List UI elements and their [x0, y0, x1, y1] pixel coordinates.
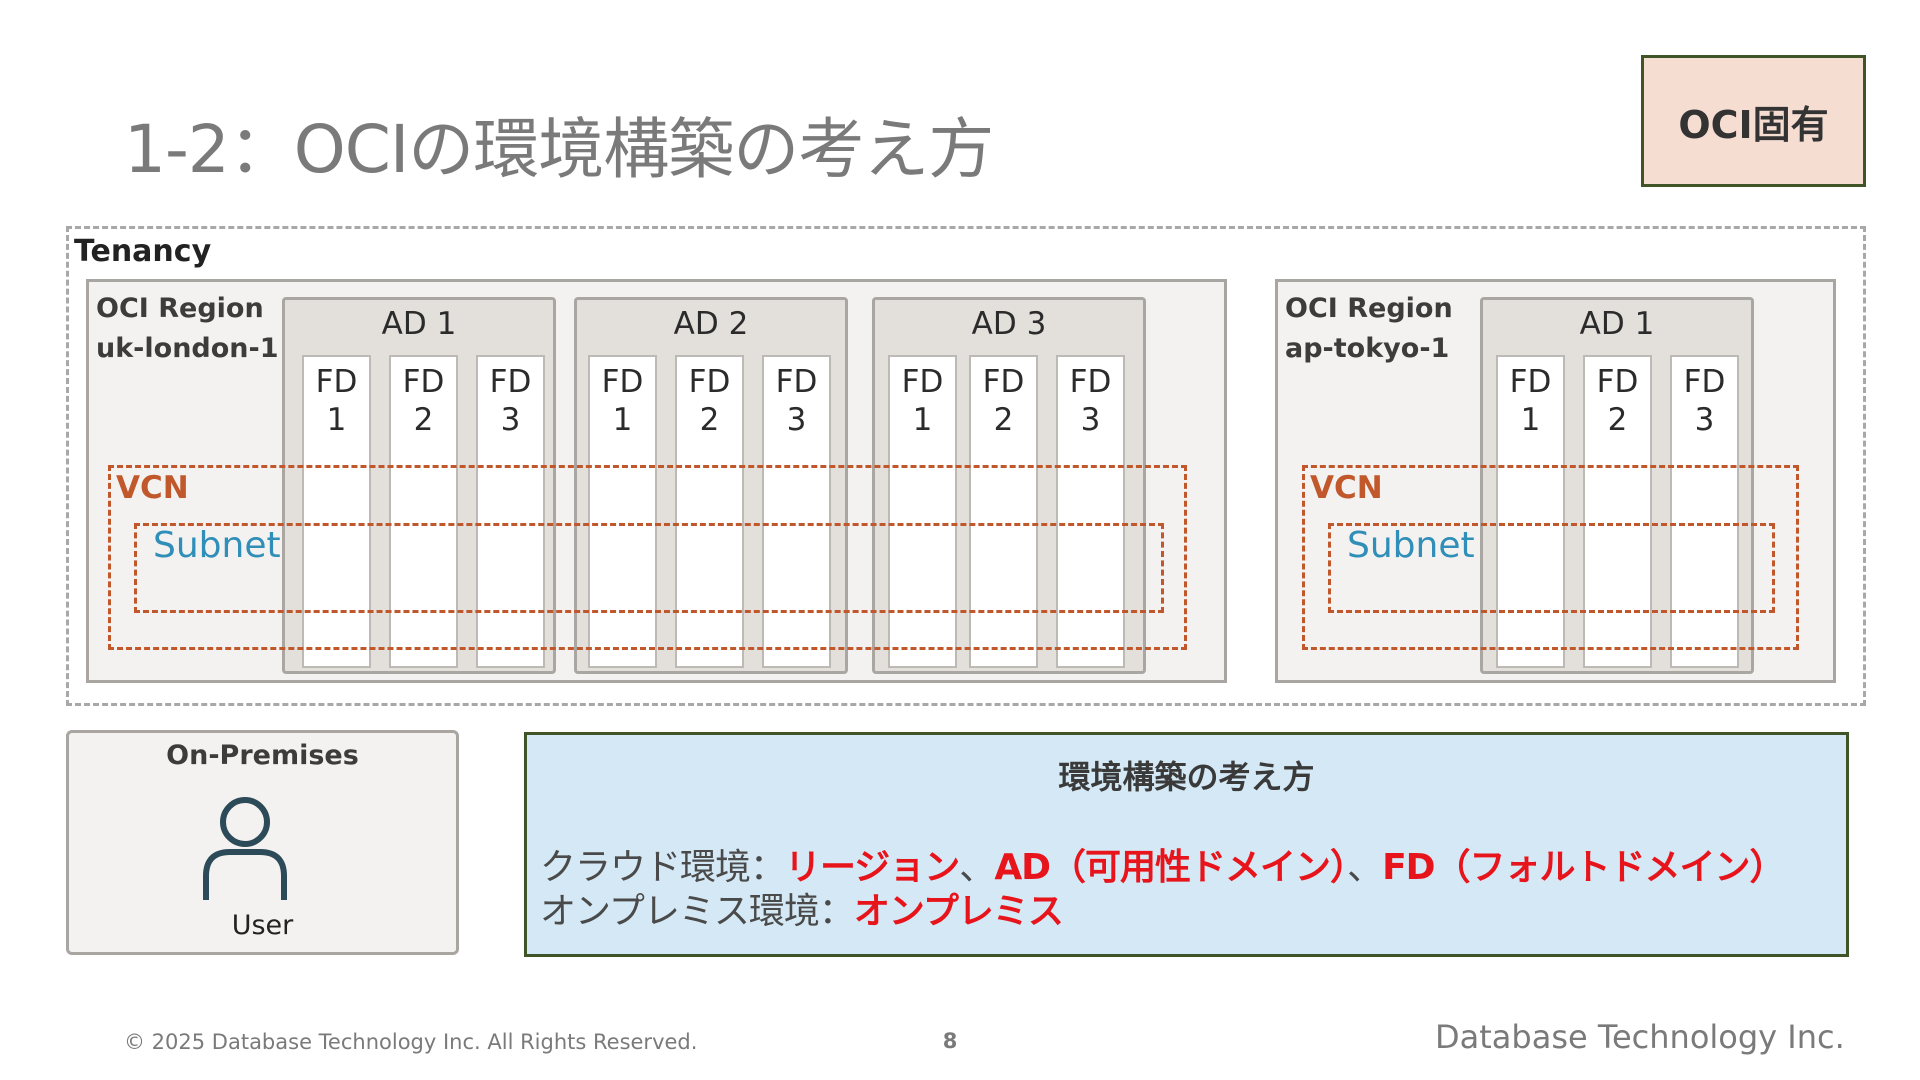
- cloud-env-label: クラウド環境：: [540, 847, 786, 888]
- region-label-line1: OCI Region: [96, 293, 264, 324]
- highlight-onprem: オンプレミス: [853, 891, 1064, 932]
- highlight-ad: AD（可用性ドメイン）: [994, 847, 1348, 888]
- concept-title: 環境構築の考え方: [1058, 758, 1315, 796]
- subnet-label: Subnet: [153, 525, 281, 566]
- region-label-line2: ap-tokyo-1: [1285, 333, 1450, 364]
- tenancy-label: Tenancy: [74, 234, 212, 269]
- onprem-env-label: オンプレミス環境：: [540, 891, 855, 932]
- onprem-title: On-Premises: [166, 740, 359, 771]
- user-icon: [203, 797, 287, 900]
- user-label: User: [231, 910, 294, 941]
- onprem-box: [66, 730, 459, 955]
- separator: 、: [1347, 847, 1383, 888]
- concept-line-cloud: クラウド環境：リージョン、AD（可用性ドメイン）、FD（フォルトドメイン）: [540, 838, 1786, 890]
- subnet-label: Subnet: [1347, 525, 1475, 566]
- separator: 、: [959, 847, 995, 888]
- vcn-label: VCN: [1310, 470, 1383, 506]
- footer-copyright: © 2025 Database Technology Inc. All Righ…: [124, 1030, 698, 1054]
- subnet-boundary-tokyo: [1328, 523, 1775, 613]
- page-number: 8: [942, 1029, 958, 1053]
- highlight-fd: FD（フォルトドメイン）: [1382, 847, 1785, 888]
- concept-box: [524, 732, 1849, 957]
- highlight-region: リージョン: [785, 847, 960, 888]
- vcn-boundary-london: [108, 465, 1187, 650]
- tenancy-boundary: [66, 226, 1866, 706]
- region-label-line1: OCI Region: [1285, 293, 1453, 324]
- region-label-london: OCI Region uk-london-1: [96, 289, 279, 369]
- brand-logo-text: Database Technology Inc.: [1435, 1018, 1845, 1056]
- vcn-label: VCN: [116, 470, 189, 506]
- ad-label: AD 1: [381, 306, 457, 342]
- ad-label: AD 2: [673, 306, 749, 342]
- ad-label: AD 3: [971, 306, 1047, 342]
- vcn-boundary-tokyo: [1302, 465, 1799, 650]
- concept-line-onprem: オンプレミス環境：オンプレミス: [540, 882, 1064, 934]
- slide-title: 1-2：OCIの環境構築の考え方: [124, 111, 994, 188]
- region-label-line2: uk-london-1: [96, 333, 279, 364]
- oci-specific-badge: OCI固有: [1641, 55, 1866, 187]
- region-label-tokyo: OCI Region ap-tokyo-1: [1285, 289, 1453, 369]
- subnet-boundary-london: [134, 523, 1164, 613]
- ad-label: AD 1: [1579, 306, 1655, 342]
